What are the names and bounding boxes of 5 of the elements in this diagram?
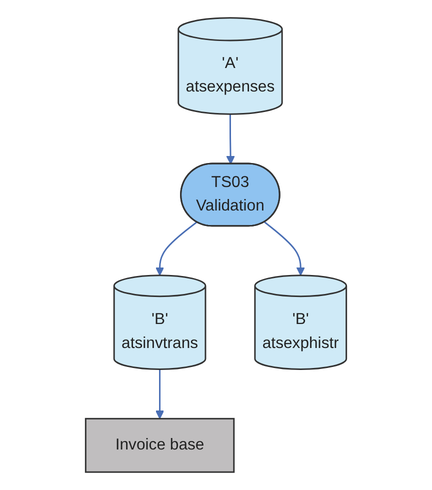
arrow xyxy=(226,114,235,164)
arrow xyxy=(155,222,198,276)
arrow xyxy=(155,369,164,420)
node-box: Invoice base xyxy=(84,418,235,473)
arrow xyxy=(264,222,305,276)
